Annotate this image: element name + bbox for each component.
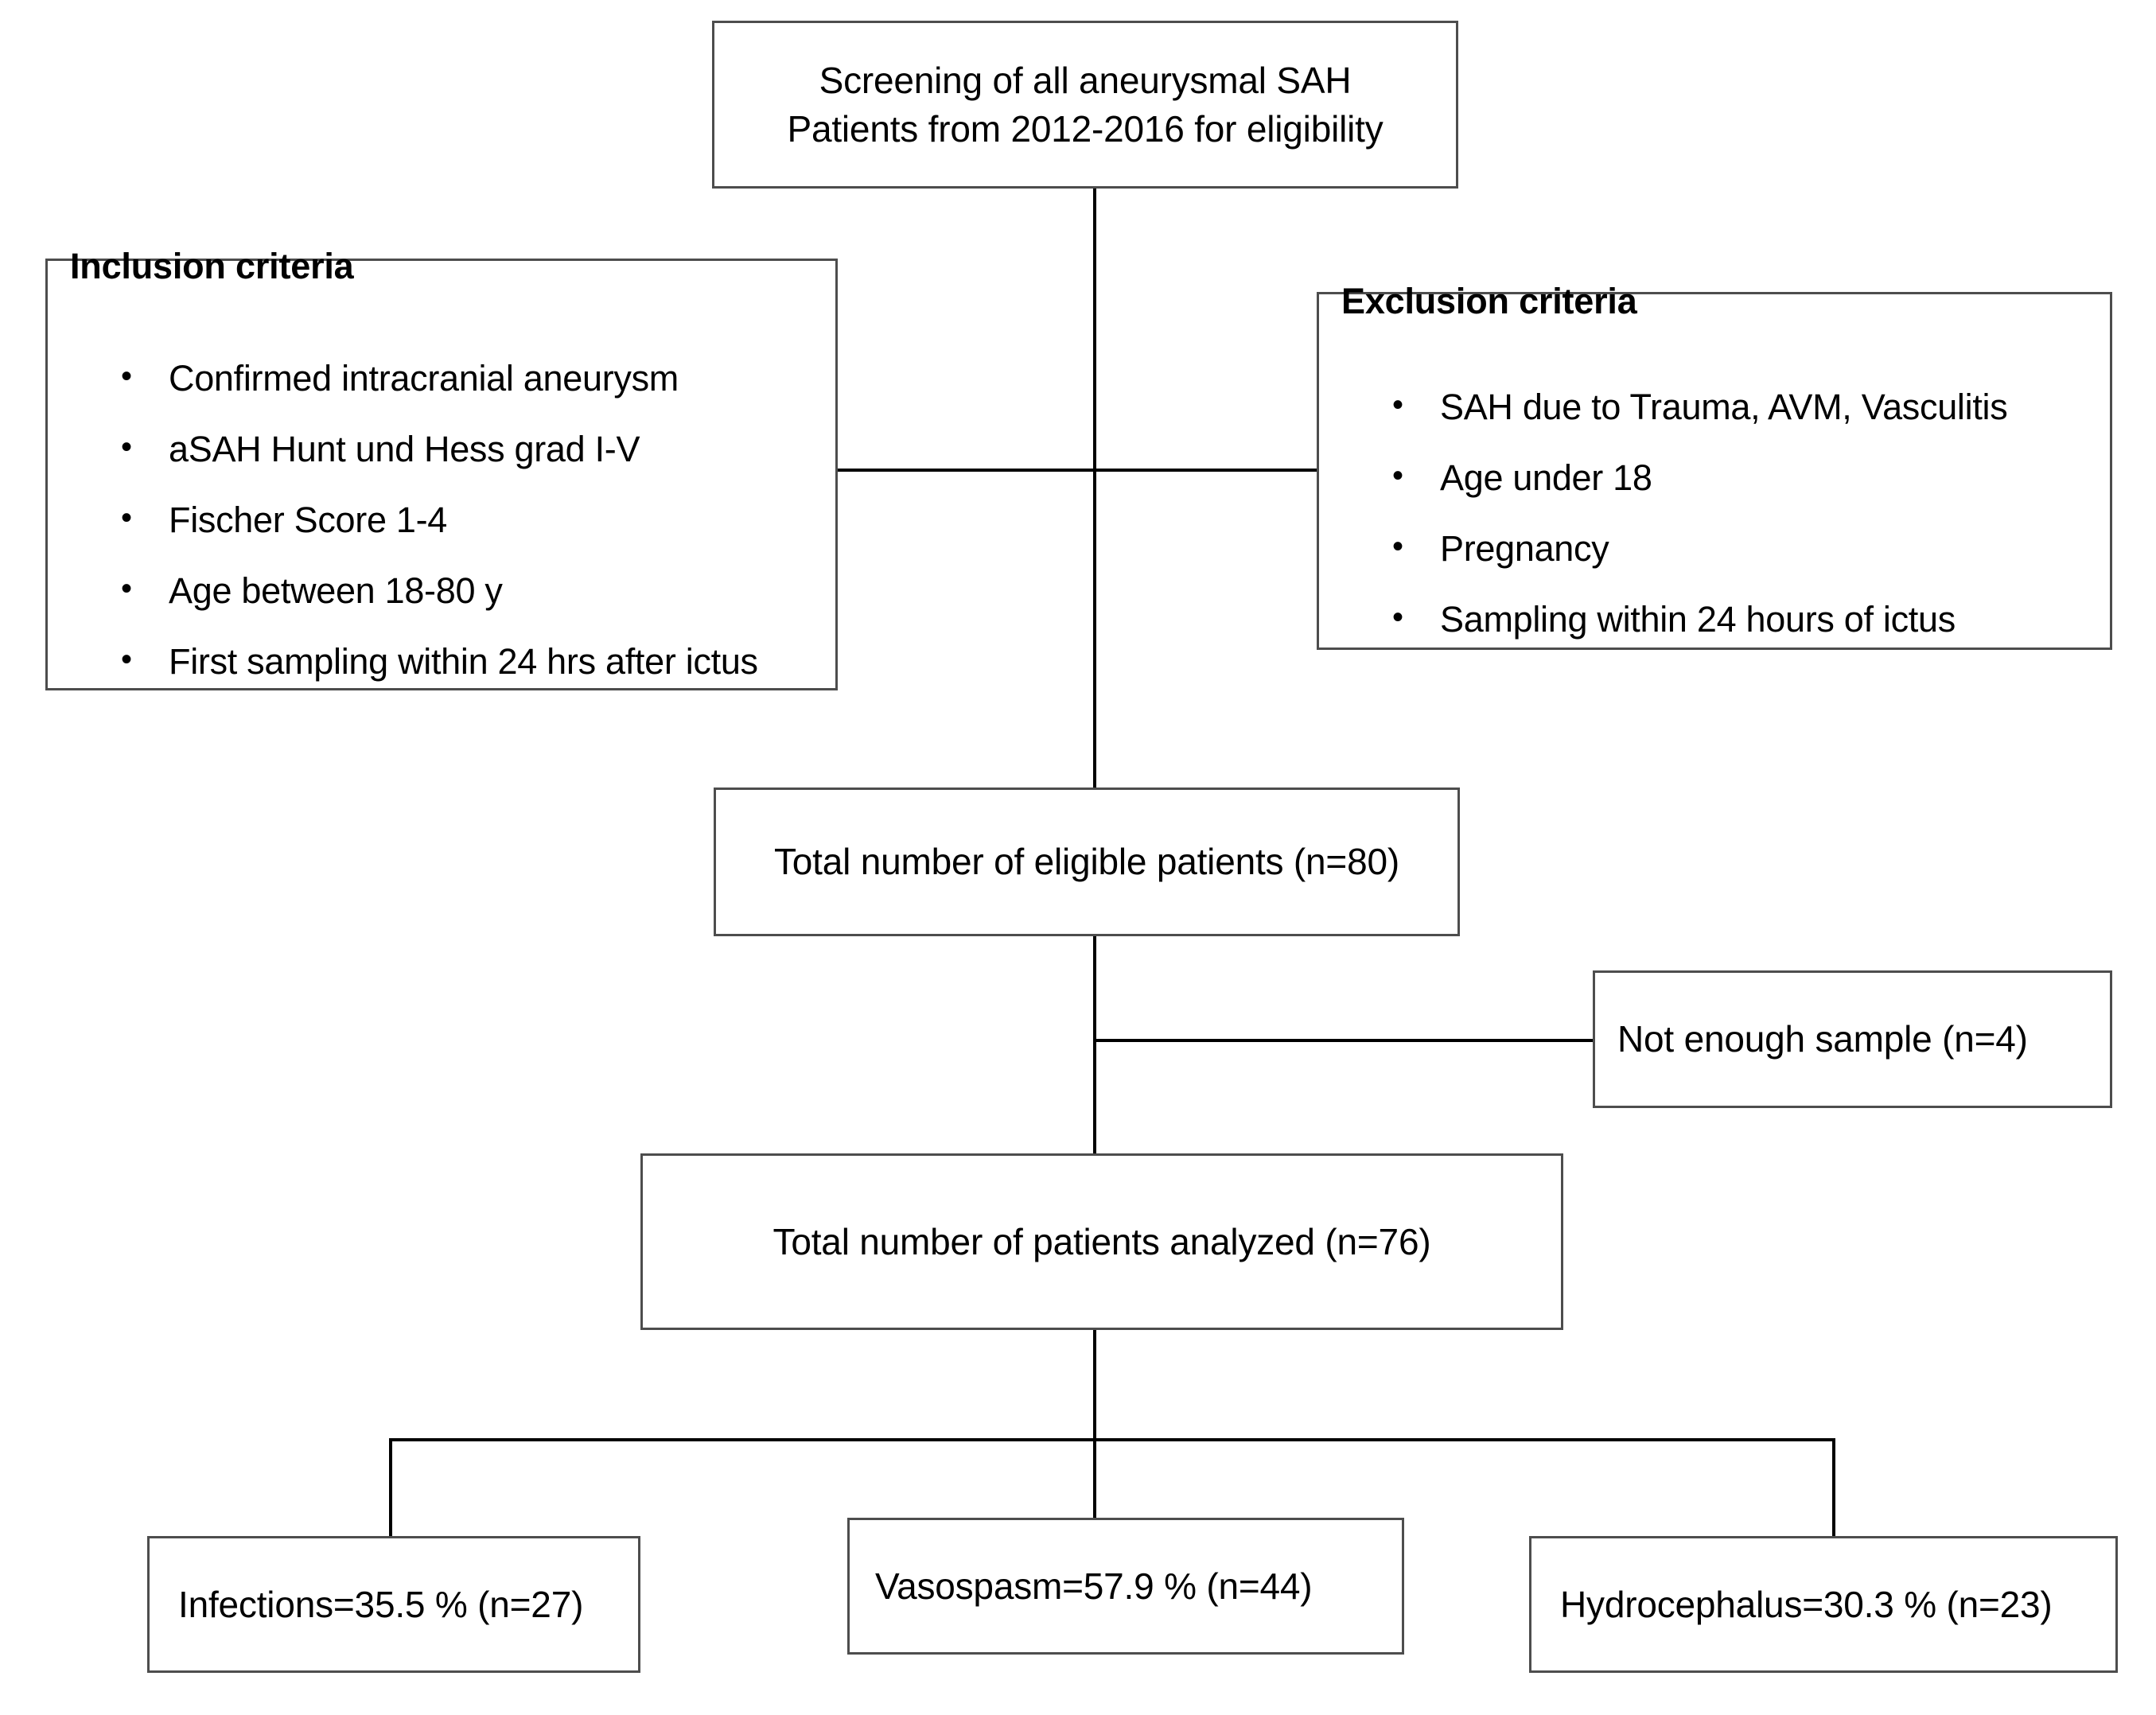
node-vasospasm[interactable]: Vasospasm=57.9 % (n=44) [847, 1518, 1404, 1655]
bullet-icon: • [121, 359, 132, 394]
list-item: • Age between 18-80 y [48, 573, 835, 609]
node-hydrocephalus-label: Hydrocephalus=30.3 % (n=23) [1560, 1583, 2053, 1625]
bullet-icon: • [121, 642, 132, 677]
node-hydrocephalus[interactable]: Hydrocephalus=30.3 % (n=23) [1529, 1536, 2118, 1673]
list-item-label: SAH due to Trauma, AVM, Vasculitis [1440, 387, 2008, 427]
node-eligible-patients[interactable]: Total number of eligible patients (n=80) [714, 788, 1460, 936]
bullet-icon: • [1392, 458, 1403, 493]
connector-distributor-to-infections [389, 1438, 392, 1538]
list-item: • Confirmed intracranial aneurysm [48, 360, 835, 396]
node-screening[interactable]: Screening of all aneurysmal SAH Patients… [712, 21, 1458, 189]
exclusion-criteria-title: Exclusion criteria [1341, 281, 1637, 321]
node-infections-label: Infections=35.5 % (n=27) [178, 1583, 584, 1625]
node-analyzed-patients[interactable]: Total number of patients analyzed (n=76) [640, 1153, 1563, 1330]
list-item-label: Fischer Score 1-4 [169, 500, 448, 540]
node-analyzed-patients-label: Total number of patients analyzed (n=76) [773, 1220, 1431, 1262]
connector-outcomes-distributor [389, 1438, 1835, 1441]
connector-criteria-crossbar [838, 469, 1318, 472]
bullet-icon: • [1392, 600, 1403, 635]
bullet-icon: • [121, 430, 132, 465]
inclusion-criteria-list: • Confirmed intracranial aneurysm • aSAH… [48, 287, 835, 714]
node-eligible-patients-label: Total number of eligible patients (n=80) [774, 841, 1399, 883]
node-exclusion-criteria[interactable]: Exclusion criteria • SAH due to Trauma, … [1317, 281, 2112, 650]
list-item-label: Sampling within 24 hours of ictus [1440, 599, 1956, 640]
bullet-icon: • [1392, 529, 1403, 564]
list-item-label: First sampling within 24 hrs after ictus [169, 641, 758, 682]
node-not-enough-sample-label: Not enough sample (n=4) [1617, 1018, 2028, 1060]
exclusion-criteria-list: • SAH due to Trauma, AVM, Vasculitis • A… [1319, 322, 2110, 672]
node-vasospasm-label: Vasospasm=57.9 % (n=44) [875, 1565, 1313, 1607]
inclusion-criteria-title: Inclusion criteria [70, 246, 354, 286]
list-item-label: Confirmed intracranial aneurysm [169, 358, 679, 399]
list-item: • Pregnancy [1319, 531, 2110, 566]
bullet-icon: • [1392, 387, 1403, 422]
bullet-icon: • [121, 500, 132, 535]
list-item: • aSAH Hunt und Hess grad I-V [48, 431, 835, 467]
list-item: • First sampling within 24 hrs after ict… [48, 644, 835, 679]
connector-to-not-enough-sample [1093, 1039, 1593, 1042]
bullet-icon: • [121, 571, 132, 606]
connector-distributor-to-hydrocephalus [1832, 1438, 1835, 1538]
list-item: • Fischer Score 1-4 [48, 502, 835, 538]
list-item: • Sampling within 24 hours of ictus [1319, 601, 2110, 637]
list-item-label: aSAH Hunt und Hess grad I-V [169, 429, 640, 469]
connector-screening-to-spine [1093, 189, 1096, 788]
node-inclusion-criteria[interactable]: Inclusion criteria • Confirmed intracran… [45, 246, 838, 690]
list-item: • SAH due to Trauma, AVM, Vasculitis [1319, 389, 2110, 425]
node-screening-label: Screening of all aneurysmal SAH Patients… [787, 59, 1383, 150]
connector-eligible-to-analyzed [1093, 936, 1096, 1154]
list-item: • Age under 18 [1319, 460, 2110, 496]
connector-analyzed-to-distributor [1093, 1330, 1096, 1519]
list-item-label: Age under 18 [1440, 457, 1652, 498]
list-item-label: Age between 18-80 y [169, 570, 503, 611]
list-item-label: Pregnancy [1440, 528, 1609, 569]
node-not-enough-sample[interactable]: Not enough sample (n=4) [1593, 970, 2112, 1108]
node-infections[interactable]: Infections=35.5 % (n=27) [147, 1536, 640, 1673]
